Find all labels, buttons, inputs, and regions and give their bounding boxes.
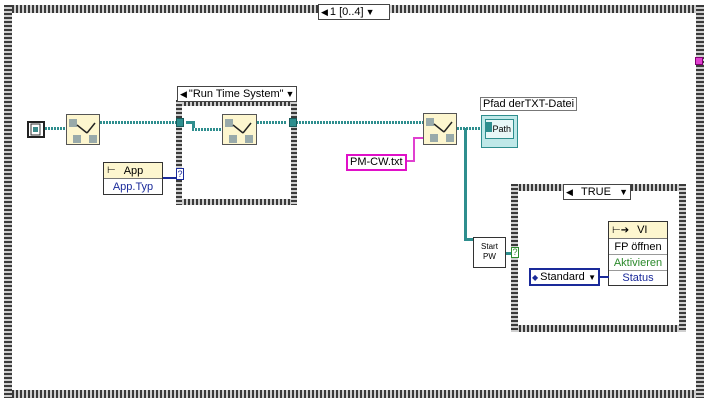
path-indicator-caption-text: Pfad derTXT-Datei bbox=[483, 98, 575, 110]
wire-app-to-case bbox=[163, 177, 179, 179]
path-indicator-arrow-icon bbox=[486, 122, 492, 132]
vi-ref-arrow-icon: ⊢➔ bbox=[612, 224, 630, 236]
case-runtime-left-border bbox=[176, 100, 182, 205]
app-property-header: ⊢ App bbox=[104, 163, 162, 179]
case-runtime-label: "Run Time System" bbox=[188, 88, 284, 100]
vi-invoke-header: ⊢➔ VI bbox=[609, 222, 667, 239]
case-runtime-selector[interactable]: ◀ "Run Time System" ▼ bbox=[177, 86, 297, 102]
path-function-node-3[interactable] bbox=[423, 113, 457, 145]
path-constant-icon[interactable] bbox=[27, 121, 45, 138]
case-runtime-right-arrow-icon[interactable]: ▼ bbox=[285, 89, 295, 99]
wire-case-in-to-node2-c bbox=[192, 128, 222, 131]
case-runtime-output-tunnel[interactable] bbox=[289, 118, 297, 127]
case-true-selector[interactable]: ◀ TRUE ▼ bbox=[563, 184, 631, 200]
wire-enum-to-invoke bbox=[600, 276, 609, 278]
path-icon-text: Path bbox=[492, 124, 511, 134]
case-runtime-top-border bbox=[176, 100, 297, 106]
enum-dropdown-icon[interactable]: ▼ bbox=[588, 272, 596, 282]
wire-case-in-to-node2-b bbox=[192, 121, 195, 130]
case-runtime-selector-terminal[interactable]: ? bbox=[176, 168, 184, 180]
case-true-left-arrow-icon[interactable]: ◀ bbox=[566, 186, 573, 197]
sequence-frame-selector[interactable]: ◀ 1 [0..4] ▼ bbox=[318, 4, 390, 20]
vi-invoke-param-status[interactable]: Status bbox=[609, 272, 667, 286]
string-constant[interactable]: PM-CW.txt bbox=[346, 154, 407, 171]
sequence-frame-right-border bbox=[696, 5, 704, 398]
vi-invoke-method-label: FP öffnen bbox=[614, 241, 662, 253]
sequence-frame-left-border bbox=[4, 5, 12, 398]
sequence-frame-label: 1 [0..4] bbox=[329, 6, 364, 18]
case-true-right-border bbox=[679, 184, 686, 332]
enum-constant[interactable]: ◆ Standard ▼ bbox=[529, 268, 600, 286]
string-constant-value: PM-CW.txt bbox=[350, 156, 403, 168]
selector-left-arrow-icon[interactable]: ◀ bbox=[321, 6, 328, 17]
vi-invoke-method[interactable]: FP öffnen bbox=[609, 240, 667, 255]
start-pw-subvi[interactable]: Start PW bbox=[473, 237, 506, 268]
path-indicator-terminal[interactable]: Path bbox=[481, 115, 518, 148]
wire-path-branch-to-start bbox=[464, 238, 475, 241]
app-property-class: App bbox=[123, 164, 144, 177]
wire-node1-to-case bbox=[100, 121, 178, 124]
wire-string-to-node3-c bbox=[413, 137, 423, 139]
path-function-icon bbox=[69, 119, 97, 143]
sequence-local-terminal[interactable] bbox=[695, 57, 703, 65]
wire-path-branch-down bbox=[464, 128, 467, 240]
build-path-icon bbox=[426, 118, 454, 142]
case-runtime-bottom-border bbox=[176, 199, 297, 205]
case-true-bottom-border bbox=[511, 325, 686, 332]
selector-right-arrow-icon[interactable]: ▼ bbox=[365, 7, 375, 17]
case-true-selector-terminal[interactable]: ? bbox=[511, 247, 519, 258]
case-true-right-arrow-icon[interactable]: ▼ bbox=[619, 187, 628, 197]
path-function-node-1[interactable] bbox=[66, 114, 100, 145]
vi-invoke-class: VI bbox=[637, 224, 648, 236]
vi-invoke-param2-label: Status bbox=[622, 272, 654, 284]
wire-node2-to-tunnel bbox=[257, 121, 287, 124]
vi-invoke-node[interactable]: ⊢➔ VI FP öffnen Aktivieren Status bbox=[608, 221, 668, 286]
case-runtime-right-border bbox=[291, 100, 297, 205]
wire-string-to-node3-b bbox=[413, 137, 415, 162]
case-runtime-left-arrow-icon[interactable]: ◀ bbox=[180, 88, 187, 99]
app-property-row[interactable]: App.Typ bbox=[104, 180, 162, 195]
path-function-node-2[interactable] bbox=[222, 114, 257, 145]
start-pw-line1: Start bbox=[481, 242, 498, 251]
case-true-label: TRUE bbox=[581, 186, 611, 198]
app-property-label: App.Typ bbox=[112, 181, 154, 193]
path-function-icon bbox=[225, 119, 253, 143]
case-runtime-input-tunnel[interactable] bbox=[176, 118, 184, 127]
wire-node3-to-path bbox=[457, 127, 481, 130]
app-property-node[interactable]: ⊢ App App.Typ bbox=[103, 162, 163, 195]
enum-constant-value: Standard bbox=[540, 271, 585, 283]
app-ref-icon: ⊢ bbox=[107, 165, 116, 176]
wire-string-to-node3-a bbox=[406, 160, 415, 162]
path-indicator-inner: Path bbox=[485, 119, 514, 139]
vi-invoke-param1-label: Aktivieren bbox=[613, 257, 663, 269]
sequence-frame-bottom-border bbox=[4, 390, 704, 398]
wire-case-out-to-node3 bbox=[296, 121, 423, 124]
file-icon bbox=[30, 123, 41, 136]
path-indicator-caption: Pfad derTXT-Datei bbox=[480, 97, 578, 111]
enum-spin-icon[interactable]: ◆ bbox=[532, 272, 539, 282]
wire-icon-to-node1 bbox=[45, 127, 66, 130]
start-pw-line2: PW bbox=[483, 252, 496, 261]
wire-case-in-to-node2 bbox=[186, 121, 194, 124]
case-true-left-border bbox=[511, 184, 518, 332]
vi-invoke-param-activate[interactable]: Aktivieren bbox=[609, 256, 667, 271]
wire-start-to-case-true bbox=[505, 252, 513, 255]
